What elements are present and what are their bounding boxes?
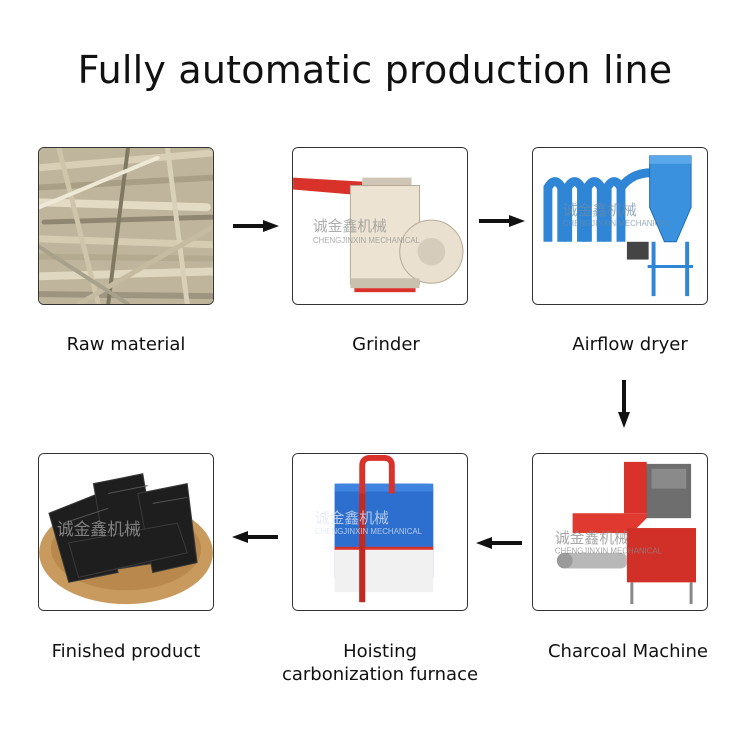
step-carbonization-furnace-label-line2: carbonization furnace xyxy=(281,664,479,685)
step-carbonization-furnace-label: Hoisting carbonization furnace xyxy=(270,640,490,686)
step-grinder-label: Grinder xyxy=(352,334,420,355)
airflow-dryer-image: 诚金鑫机械 CHENGJINXIN MECHANICAL xyxy=(533,148,707,304)
watermark-cn: 诚金鑫机械 xyxy=(57,520,141,539)
arrow-right-icon xyxy=(233,220,279,232)
step-raw-material-label: Raw material xyxy=(66,334,186,355)
step-carbonization-furnace-box: 诚金鑫机械 CHENGJINXIN MECHANICAL xyxy=(292,453,468,611)
step-finished-product-label: Finished product xyxy=(51,641,201,662)
grinder-image: 诚金鑫机械 CHENGJINXIN MECHANICAL xyxy=(293,148,467,304)
finished-product-image: 诚金鑫机械 xyxy=(39,454,213,610)
watermark-en: CHENGJINXIN MECHANICAL xyxy=(313,236,421,245)
watermark-cn: 诚金鑫机械 xyxy=(563,201,637,219)
watermark-en: CHENGJINXIN MECHANICAL xyxy=(315,527,423,536)
step-raw-material-box xyxy=(38,147,214,305)
watermark-cn: 诚金鑫机械 xyxy=(315,509,389,527)
watermark-cn: 诚金鑫机械 xyxy=(313,217,387,235)
raw-material-image xyxy=(39,148,213,304)
page-title: Fully automatic production line xyxy=(77,48,673,92)
arrow-left-icon xyxy=(232,531,278,543)
arrow-right-icon xyxy=(479,215,525,227)
arrow-left-icon xyxy=(476,537,522,549)
watermark-cn: 诚金鑫机械 xyxy=(555,529,629,547)
watermark-en: CHENGJINXIN MECHANICAL xyxy=(563,219,671,228)
step-grinder-box: 诚金鑫机械 CHENGJINXIN MECHANICAL xyxy=(292,147,468,305)
arrow-down-icon xyxy=(618,380,630,428)
charcoal-machine-image: 诚金鑫机械 CHENGJINXIN MECHANICAL xyxy=(533,454,707,610)
step-airflow-dryer-box: 诚金鑫机械 CHENGJINXIN MECHANICAL xyxy=(532,147,708,305)
carbonization-furnace-image: 诚金鑫机械 CHENGJINXIN MECHANICAL xyxy=(293,454,467,610)
step-charcoal-machine-label: Charcoal Machine xyxy=(547,641,709,662)
step-carbonization-furnace-label-line1: Hoisting xyxy=(343,641,417,662)
step-airflow-dryer-label: Airflow dryer xyxy=(572,334,688,355)
watermark-en: CHENGJINXIN MECHANICAL xyxy=(555,547,663,556)
step-finished-product-box: 诚金鑫机械 xyxy=(38,453,214,611)
step-charcoal-machine-box: 诚金鑫机械 CHENGJINXIN MECHANICAL xyxy=(532,453,708,611)
